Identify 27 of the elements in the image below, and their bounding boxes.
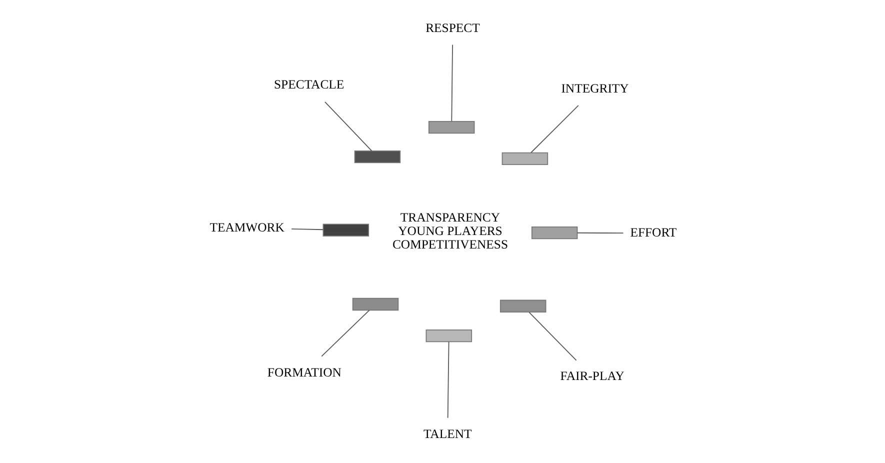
node-text: RESPECT	[425, 20, 480, 35]
node-text: INTEGRITY	[560, 81, 628, 96]
connector	[324, 101, 372, 152]
node-text: TEAMWORK	[209, 220, 284, 234]
node-text: FORMATION	[266, 365, 341, 380]
connector	[576, 232, 624, 234]
node-text: EFFORT	[630, 226, 676, 240]
node-bar	[425, 329, 472, 342]
node-text: SPECTACLE	[274, 78, 344, 92]
connector	[320, 310, 370, 357]
node-text: TALENT	[422, 426, 472, 441]
connector	[450, 44, 452, 122]
label: COMPETITIVENESS	[392, 238, 508, 252]
connector	[290, 228, 323, 230]
node-bar	[501, 152, 548, 166]
node-bar	[322, 224, 369, 236]
connector	[528, 312, 576, 361]
node-bar	[499, 300, 546, 312]
label: TRANSPARENCY	[400, 210, 500, 224]
connector	[530, 105, 578, 154]
connector	[446, 341, 449, 418]
node-text: FAIR-PLAY	[560, 369, 624, 384]
node-bar	[352, 298, 398, 311]
label: YOUNG PLAYERS	[398, 224, 502, 238]
node-bar	[530, 226, 578, 240]
node-bar	[354, 150, 400, 164]
node-bar	[428, 120, 474, 134]
